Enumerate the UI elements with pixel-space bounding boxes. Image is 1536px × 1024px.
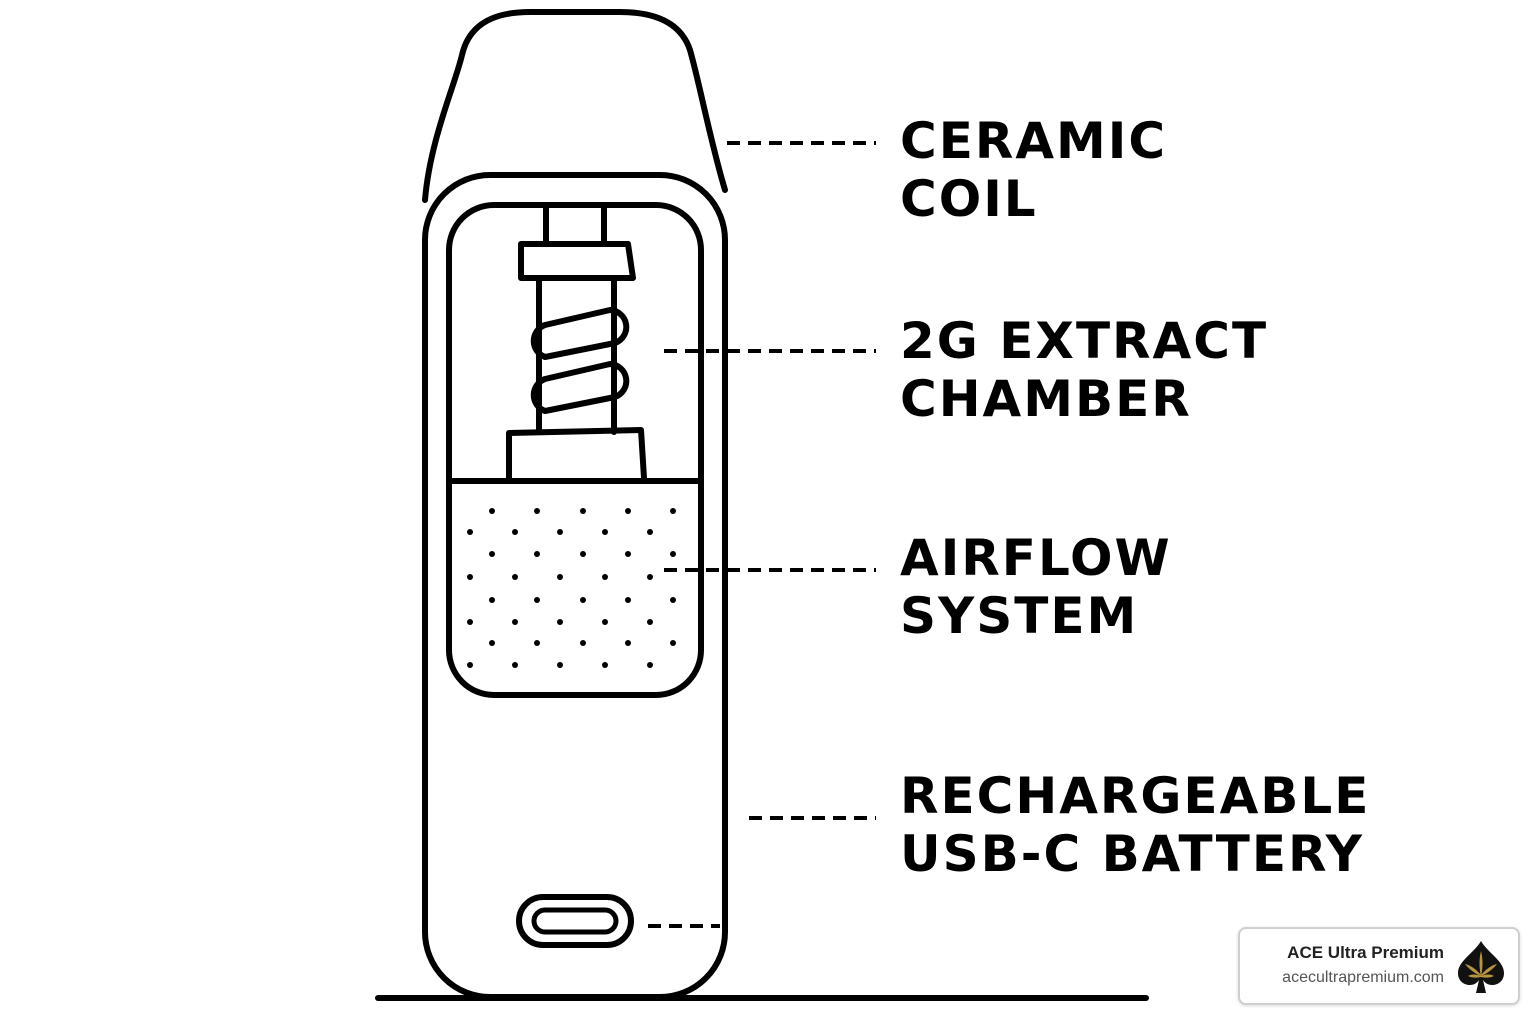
airflow-dot xyxy=(557,529,563,535)
airflow-dot xyxy=(580,640,586,646)
airflow-dot xyxy=(670,551,676,557)
airflow-dot xyxy=(557,574,563,580)
label-line: SYSTEM xyxy=(900,587,1139,645)
airflow-dot xyxy=(534,597,540,603)
airflow-dot xyxy=(489,551,495,557)
airflow-dot xyxy=(580,597,586,603)
usb-c-port xyxy=(516,894,634,948)
airflow-dots xyxy=(467,508,676,668)
airflow-dot xyxy=(580,508,586,514)
airflow-dot xyxy=(467,662,473,668)
label-battery: RECHARGEABLE USB-C BATTERY xyxy=(900,767,1370,883)
label-line: AIRFLOW xyxy=(900,529,1172,587)
airflow-dot xyxy=(602,574,608,580)
airflow-dot xyxy=(512,529,518,535)
airflow-dot xyxy=(647,529,653,535)
airflow-dot xyxy=(670,640,676,646)
label-extract-chamber: 2G EXTRACT CHAMBER xyxy=(900,312,1268,428)
airflow-dot xyxy=(625,508,631,514)
mouthpiece xyxy=(422,9,728,203)
airflow-dot xyxy=(512,574,518,580)
airflow-dot xyxy=(467,619,473,625)
spade-leaf-icon xyxy=(1458,941,1504,993)
airflow-dot xyxy=(512,662,518,668)
brand-url[interactable]: acecultrapremium.com xyxy=(1282,969,1444,986)
label-line: COIL xyxy=(900,170,1038,228)
airflow-dot xyxy=(625,597,631,603)
airflow-dot xyxy=(647,619,653,625)
coil-cap xyxy=(518,241,636,281)
airflow-dot xyxy=(534,508,540,514)
label-line: CHAMBER xyxy=(900,370,1192,428)
label-ceramic-coil: CERAMIC COIL xyxy=(900,112,1167,228)
airflow-dot xyxy=(602,662,608,668)
airflow-dot xyxy=(602,619,608,625)
airflow-dot xyxy=(580,551,586,557)
airflow-dot xyxy=(625,640,631,646)
airflow-dot xyxy=(534,640,540,646)
airflow-dot xyxy=(647,662,653,668)
airflow-dot xyxy=(489,640,495,646)
coil-winding-2 xyxy=(530,361,630,414)
label-line: CERAMIC xyxy=(900,112,1168,170)
airflow-dot xyxy=(557,619,563,625)
label-line: USB-C BATTERY xyxy=(900,825,1364,883)
coil-winding-1 xyxy=(530,307,630,360)
chamber-window xyxy=(446,202,704,698)
airflow-dot xyxy=(647,574,653,580)
airflow-dot xyxy=(670,508,676,514)
device-body xyxy=(422,172,728,1000)
brand-name: ACE Ultra Premium xyxy=(1287,943,1444,962)
brand-badge[interactable]: ACE Ultra Premium acecultrapremium.com xyxy=(1238,927,1520,1005)
airflow-dot xyxy=(670,597,676,603)
airflow-dot xyxy=(512,619,518,625)
airflow-dot xyxy=(489,508,495,514)
label-line: RECHARGEABLE xyxy=(900,767,1371,825)
airflow-dot xyxy=(467,574,473,580)
coil-base xyxy=(506,427,647,481)
airflow-dot xyxy=(557,662,563,668)
airflow-dot xyxy=(602,529,608,535)
label-line: 2G EXTRACT xyxy=(900,312,1269,370)
airflow-dot xyxy=(467,529,473,535)
airflow-dot xyxy=(534,551,540,557)
airflow-dot xyxy=(489,597,495,603)
airflow-dot xyxy=(625,551,631,557)
label-airflow-system: AIRFLOW SYSTEM xyxy=(900,529,1172,645)
